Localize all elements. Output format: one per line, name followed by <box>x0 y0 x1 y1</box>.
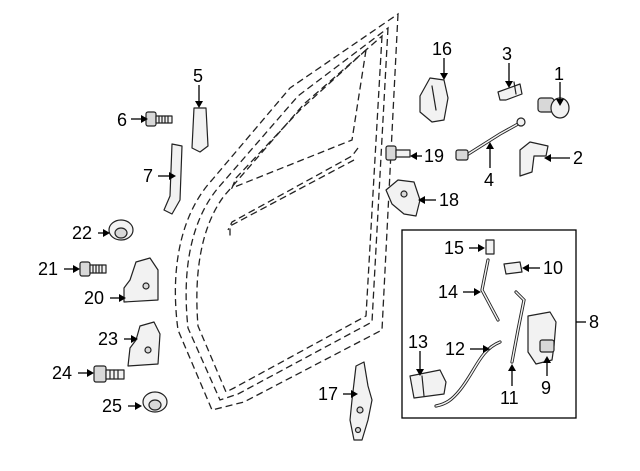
part-3-clip <box>497 81 523 101</box>
callout-15: 15 <box>444 238 464 258</box>
callout-11: 11 <box>500 388 519 408</box>
callout-3: 3 <box>502 44 512 64</box>
callout-leaders <box>64 58 586 410</box>
part-2-retainer-clip <box>519 141 549 177</box>
callout-7: 7 <box>143 166 153 186</box>
callout-24: 24 <box>52 363 72 383</box>
callout-21: 21 <box>38 259 58 279</box>
callout-labels: 1 2 3 4 5 6 7 8 9 10 11 12 13 14 15 16 1… <box>38 39 599 416</box>
callout-2: 2 <box>573 148 583 168</box>
part-18-plate <box>385 179 421 217</box>
part-10-clip <box>503 261 523 275</box>
door-shell-outline <box>174 12 399 411</box>
callout-23: 23 <box>98 329 118 349</box>
callout-5: 5 <box>193 66 203 86</box>
callout-14: 14 <box>438 282 458 302</box>
callout-1: 1 <box>554 64 564 84</box>
part-7-bracket <box>163 143 183 215</box>
part-23-plate <box>127 321 161 367</box>
part-8-group-box <box>401 229 577 419</box>
part-19-bolt <box>385 145 411 161</box>
part-4-lock-rod <box>455 117 526 161</box>
part-25-nut <box>142 391 168 413</box>
callout-8: 8 <box>589 312 599 332</box>
part-17-handle-bracket <box>349 361 373 441</box>
callout-20: 20 <box>84 288 104 308</box>
part-24-bolt <box>93 365 125 383</box>
part-20-striker-plate <box>123 257 159 303</box>
callout-25: 25 <box>102 396 122 416</box>
callout-10: 10 <box>543 258 563 278</box>
callout-18: 18 <box>439 190 459 210</box>
part-1-lock-cylinder <box>537 97 570 119</box>
callout-4: 4 <box>484 170 494 190</box>
part-22-nut <box>108 219 134 241</box>
part-12-cable <box>434 340 502 408</box>
callout-13: 13 <box>408 332 428 352</box>
callout-16: 16 <box>432 39 452 59</box>
part-5-trim-strip <box>191 107 209 153</box>
part-16-bracket <box>419 77 449 123</box>
callout-6: 6 <box>117 110 127 130</box>
part-11-rod <box>510 290 526 364</box>
part-13-housing <box>409 369 447 399</box>
part-14-rod <box>480 258 500 322</box>
part-9-latch <box>527 311 557 365</box>
part-6-bolt <box>145 111 173 127</box>
callout-19: 19 <box>424 146 444 166</box>
callout-22: 22 <box>72 223 92 243</box>
callout-12: 12 <box>445 339 465 359</box>
part-15-clip <box>485 239 495 255</box>
callout-17: 17 <box>318 384 338 404</box>
part-21-bolt <box>79 261 107 277</box>
callout-9: 9 <box>541 378 551 398</box>
